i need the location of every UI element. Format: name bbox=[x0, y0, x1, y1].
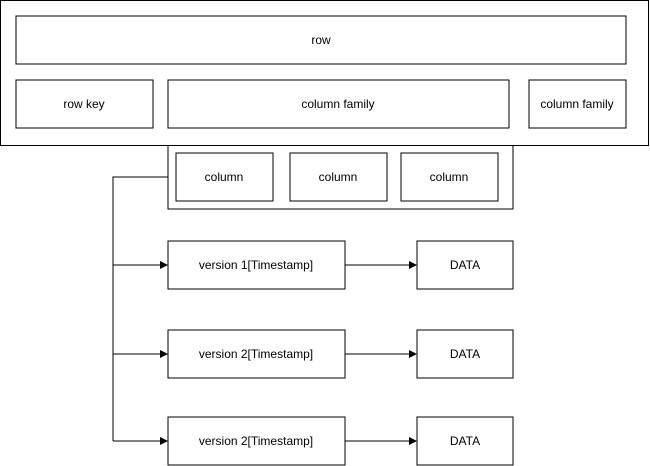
data-label: DATA bbox=[450, 434, 480, 448]
column-family-box bbox=[528, 79, 627, 129]
version-box bbox=[167, 416, 346, 466]
row-key-box bbox=[15, 79, 154, 129]
data-box bbox=[416, 416, 514, 466]
data-label: DATA bbox=[450, 347, 480, 361]
data-box bbox=[416, 240, 514, 290]
column-label: column bbox=[319, 170, 358, 184]
column-box bbox=[289, 152, 388, 202]
column-box bbox=[400, 152, 499, 202]
data-box bbox=[416, 329, 514, 379]
column-box bbox=[175, 152, 274, 202]
row-key-label: row key bbox=[63, 97, 104, 111]
column-family-label: column family bbox=[540, 97, 613, 111]
version-connector-trunk bbox=[112, 176, 168, 441]
row-box bbox=[15, 15, 627, 65]
data-label: DATA bbox=[450, 258, 480, 272]
column-family-label: column family bbox=[301, 97, 374, 111]
column-label: column bbox=[205, 170, 244, 184]
column-family-box bbox=[167, 79, 510, 129]
version-box bbox=[167, 240, 346, 290]
row-label: row bbox=[311, 33, 331, 47]
version-label: version 2[Timestamp] bbox=[199, 347, 313, 361]
column-label: column bbox=[430, 170, 469, 184]
version-label: version 2[Timestamp] bbox=[199, 434, 313, 448]
version-label: version 1[Timestamp] bbox=[199, 258, 313, 272]
version-box bbox=[167, 329, 346, 379]
